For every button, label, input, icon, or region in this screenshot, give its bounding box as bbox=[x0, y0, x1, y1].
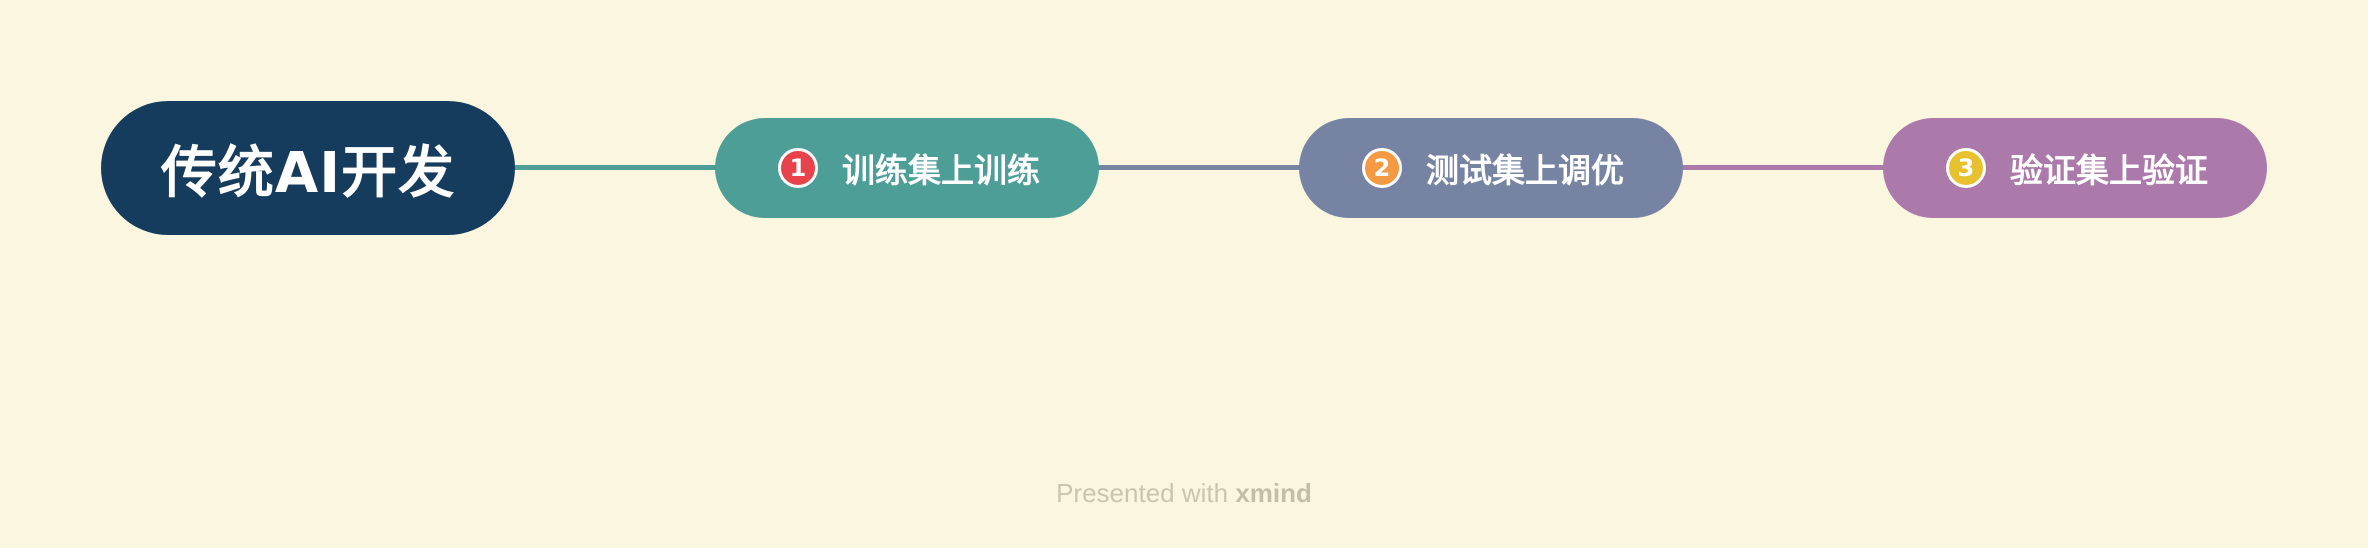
footer-prefix: Presented with bbox=[1056, 478, 1236, 508]
priority-1-icon: 1 bbox=[778, 148, 818, 188]
central-topic[interactable]: 传统AI开发 bbox=[101, 101, 515, 235]
footer-brand: xmind bbox=[1235, 478, 1312, 508]
topic-label: 测试集上调优 bbox=[1426, 151, 1624, 190]
connector-topic-1-to-topic-2 bbox=[1096, 165, 1300, 170]
priority-3-icon: 3 bbox=[1946, 148, 1986, 188]
connector-root-to-topic-1 bbox=[512, 165, 718, 170]
priority-2-icon: 2 bbox=[1362, 148, 1402, 188]
topic-label: 训练集上训练 bbox=[842, 151, 1040, 190]
central-topic-label: 传统AI开发 bbox=[160, 140, 456, 206]
footer-watermark: Presented with xmind bbox=[0, 478, 2368, 509]
topic-train-on-training-set[interactable]: 1 训练集上训练 bbox=[715, 118, 1099, 218]
connector-topic-2-to-topic-3 bbox=[1680, 165, 1886, 170]
topic-tune-on-test-set[interactable]: 2 测试集上调优 bbox=[1299, 118, 1683, 218]
topic-label: 验证集上验证 bbox=[2010, 151, 2208, 190]
topic-validate-on-validation-set[interactable]: 3 验证集上验证 bbox=[1883, 118, 2267, 218]
